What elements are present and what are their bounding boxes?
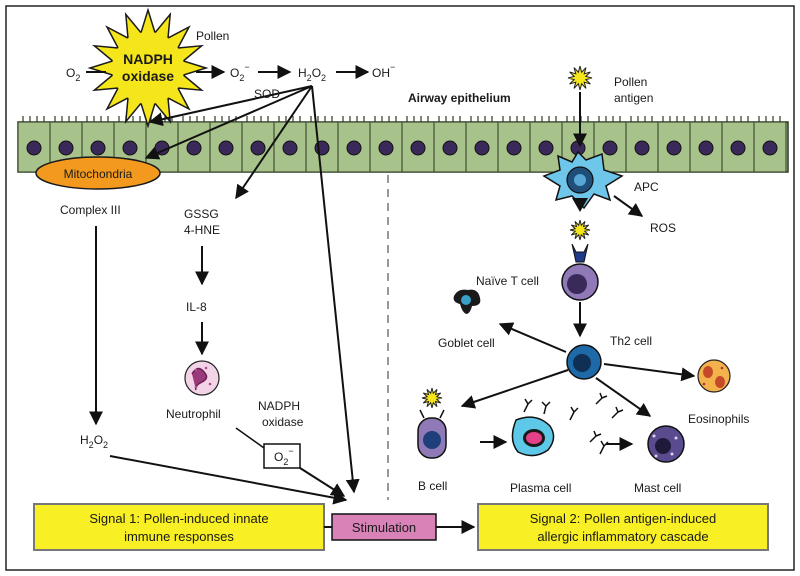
cell-nucleus — [250, 140, 266, 156]
cell-nucleus — [378, 140, 394, 156]
h2o2-top-label: H2O2 — [298, 66, 326, 83]
apc-icon — [542, 150, 624, 212]
arrow-apc-ros — [613, 195, 644, 217]
cell-nucleus — [634, 140, 650, 156]
b-cell-icon — [417, 409, 447, 459]
nadph2-label-bottom: oxidase — [262, 415, 304, 429]
apc-label: APC — [634, 180, 659, 194]
cell-nucleus — [58, 140, 74, 156]
nadph-label-bottom: oxidase — [122, 68, 174, 84]
epithelial-cell — [689, 121, 723, 173]
b-cell-label: B cell — [418, 479, 447, 493]
o2-label: O2 — [66, 66, 80, 83]
pollen-antigen-label-1: Pollen — [614, 75, 647, 89]
th2-effect-arrows — [460, 322, 696, 417]
naive-t-cell-label: Naïve T cell — [476, 274, 539, 288]
cell-nucleus — [698, 140, 714, 156]
cell-nucleus — [506, 140, 522, 156]
cell-nucleus — [762, 140, 778, 156]
presented-antigen-icon — [569, 219, 591, 241]
pollen-antigen-icon — [567, 65, 593, 91]
o2-superoxide-box — [263, 443, 301, 469]
airway-epithelium-label: Airway epithelium — [408, 91, 511, 105]
cell-nucleus — [122, 140, 138, 156]
neutrophil-label: Neutrophil — [166, 407, 221, 421]
cell-nucleus — [186, 140, 202, 156]
cell-nucleus — [410, 140, 426, 156]
plasma-cell-label: Plasma cell — [510, 481, 571, 495]
nadph-label-top: NADPH — [123, 51, 173, 67]
il8-label: IL-8 — [186, 300, 207, 314]
signal2-line1: Signal 2: Pollen antigen-induced — [530, 511, 716, 526]
epithelial-cell — [241, 121, 275, 173]
pollen-label: Pollen — [196, 29, 229, 43]
cell-nucleus — [602, 140, 618, 156]
nadph2-label-top: NADPH — [258, 399, 300, 413]
cell-nucleus — [90, 140, 106, 156]
neutrophil-connector — [235, 427, 265, 449]
goblet-cell-icon — [453, 289, 481, 314]
mast-cell-icon — [647, 425, 685, 463]
mitochondria-label: Mitochondria — [64, 167, 133, 181]
epithelial-cell — [625, 121, 659, 173]
naive-t-cell-icon — [561, 263, 599, 301]
th2-cell-label: Th2 cell — [610, 334, 652, 348]
signal2-line2: allergic inflammatory cascade — [537, 529, 708, 544]
cell-nucleus — [282, 140, 298, 156]
pollen-antigen-label-2: antigen — [614, 91, 653, 105]
arrow-h2o2-stimulation — [109, 455, 348, 505]
signal2-box — [477, 503, 769, 551]
h2o2-bottom-label: H2O2 — [80, 433, 108, 450]
signal1-line2: immune responses — [124, 529, 234, 544]
b-cell-antigen-icon — [421, 387, 443, 409]
neutrophil-icon — [184, 360, 220, 396]
stimulation-label: Stimulation — [352, 520, 416, 535]
cell-nucleus — [218, 140, 234, 156]
h2o2-diffusion-arrows — [144, 85, 360, 494]
cell-nucleus — [474, 140, 490, 156]
eosinophils-label: Eosinophils — [688, 412, 749, 426]
superoxide-label: O2− — [230, 62, 250, 83]
cell-nucleus — [666, 140, 682, 156]
hne-label: 4-HNE — [184, 223, 220, 237]
cell-nucleus — [346, 140, 362, 156]
tcr-receptor-icon — [571, 243, 589, 263]
cell-nucleus — [442, 140, 458, 156]
arrow-o2box-stimulation — [299, 467, 346, 497]
goblet-cell-label: Goblet cell — [438, 336, 495, 350]
o2-box-label: O2− — [274, 446, 294, 467]
mitochondria-icon — [35, 156, 161, 190]
mast-cell-label: Mast cell — [634, 481, 681, 495]
antibody-icons — [523, 392, 624, 455]
cell-nucleus — [730, 140, 746, 156]
cell-nucleus — [26, 140, 42, 156]
th2-cell-icon — [566, 344, 602, 380]
gssg-label: GSSG — [184, 207, 219, 221]
signal1-line1: Signal 1: Pollen-induced innate — [89, 511, 268, 526]
plasma-cell-icon — [511, 416, 555, 457]
hydroxyl-label: OH− — [372, 62, 395, 80]
eosinophil-icon — [697, 359, 731, 393]
ros-label: ROS — [650, 221, 676, 235]
complex-iii-label: Complex III — [60, 203, 121, 217]
signal1-box — [33, 503, 325, 551]
nadph-oxidase-sun-icon: NADPH oxidase — [87, 7, 209, 129]
cell-nucleus — [538, 140, 554, 156]
